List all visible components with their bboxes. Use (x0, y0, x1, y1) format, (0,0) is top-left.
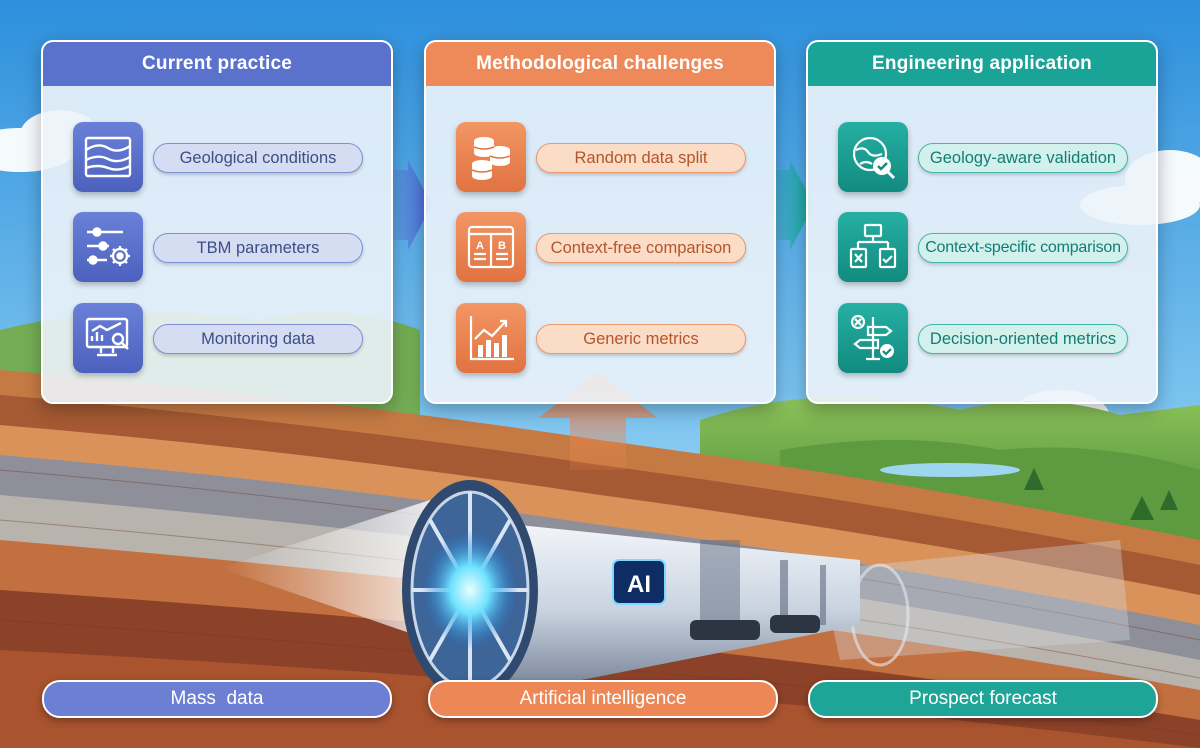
item-label: Context-free comparison (536, 233, 746, 263)
item-label: Context-specific comparison (918, 233, 1128, 263)
database-stack-icon (456, 122, 526, 192)
item-geological-conditions: Geological conditions (73, 122, 373, 194)
item-label: Geology-aware validation (918, 143, 1128, 173)
item-label: Monitoring data (153, 324, 363, 354)
item-tbm-parameters: TBM parameters (73, 212, 373, 284)
panel-methodological-challenges: Methodological challenges Random data sp… (424, 40, 776, 404)
svg-text:B: B (498, 240, 506, 252)
item-random-data-split: Random data split (456, 122, 756, 194)
item-monitoring-data: Monitoring data (73, 303, 373, 375)
panel-engineering-application: Engineering application Geology-aware va… (806, 40, 1158, 404)
artificial-intelligence-label: Artificial intelligence (428, 680, 778, 718)
item-label: Random data split (536, 143, 746, 173)
terrain-layers-icon (73, 122, 143, 192)
item-label: Generic metrics (536, 324, 746, 354)
prospect-forecast-label: Prospect forecast (808, 680, 1158, 718)
svg-text:A: A (476, 240, 484, 252)
item-label: Geological conditions (153, 143, 363, 173)
item-decision-oriented-metrics: Decision-oriented metrics (838, 303, 1138, 375)
item-context-free-comparison: A B Context-free comparison (456, 212, 756, 284)
mass-data-label: Mass data (42, 680, 392, 718)
tbm-ai-badge: AI (627, 571, 651, 598)
item-label: TBM parameters (153, 233, 363, 263)
item-geology-aware-validation: Geology-aware validation (838, 122, 1138, 194)
item-generic-metrics: Generic metrics (456, 303, 756, 375)
panel-title: Engineering application (808, 42, 1156, 86)
panel-current-practice: Current practice Geological conditions T… (41, 40, 393, 404)
globe-check-icon (838, 122, 908, 192)
bar-chart-icon (456, 303, 526, 373)
ab-comparison-icon: A B (456, 212, 526, 282)
item-label: Decision-oriented metrics (918, 324, 1128, 354)
monitor-magnifier-icon (73, 303, 143, 373)
panel-title: Current practice (43, 42, 391, 86)
flowchart-check-icon (838, 212, 908, 282)
panel-title: Methodological challenges (426, 42, 774, 86)
sliders-gear-icon (73, 212, 143, 282)
item-context-specific-comparison: Context-specific comparison (838, 212, 1138, 284)
signpost-check-icon (838, 303, 908, 373)
